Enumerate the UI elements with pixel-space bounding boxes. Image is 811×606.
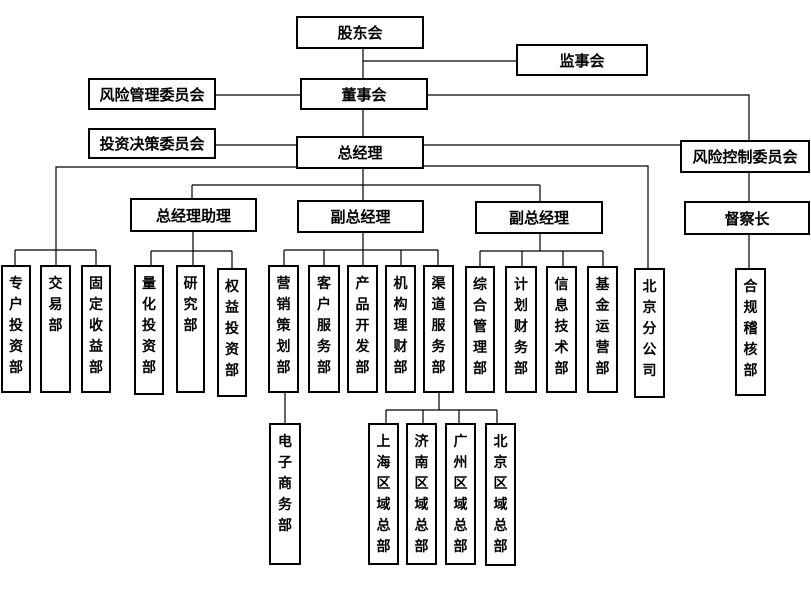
node-board: 董事会 (300, 78, 428, 110)
node-admin-dept: 综合管理部 (465, 266, 495, 393)
node-label: 上海区域总部 (376, 434, 391, 555)
node-product-dev-dept: 产品开发部 (347, 265, 378, 393)
node-deputy-gm-1: 副总经理 (297, 200, 424, 233)
node-chief-inspector: 督察长 (684, 201, 810, 235)
node-risk-mgmt-committee: 风险管理委员会 (88, 78, 216, 110)
node-label: 电子商务部 (278, 434, 292, 534)
node-label: 广州区域总部 (453, 434, 468, 555)
node-label: 副总经理 (330, 208, 391, 226)
node-label: 产品开发部 (355, 276, 370, 376)
node-compliance-dept: 合规稽核部 (735, 268, 766, 396)
node-marketing-dept: 营销策划部 (268, 265, 299, 393)
node-label: 交易部 (48, 276, 63, 334)
node-label: 董事会 (341, 85, 387, 104)
node-label: 信息技术部 (554, 277, 569, 377)
node-supervisors: 监事会 (516, 44, 648, 76)
node-channel-service-dept: 渠道服务部 (423, 265, 454, 393)
node-label: 基金运营部 (595, 277, 610, 377)
node-finance-dept: 计划财务部 (505, 266, 537, 393)
node-label: 量化投资部 (142, 276, 156, 376)
node-shanghai-hq: 上海区域总部 (368, 423, 399, 565)
node-special-account-dept: 专户投资部 (1, 265, 31, 393)
node-ecommerce-dept: 电子商务部 (269, 423, 301, 565)
node-gm-assistant: 总经理助理 (130, 198, 257, 232)
node-label: 总经理助理 (155, 206, 231, 225)
node-guangzhou-hq: 广州区域总部 (445, 423, 476, 565)
node-label: 副总经理 (508, 209, 569, 227)
connector-line (428, 94, 750, 140)
node-general-manager: 总经理 (296, 136, 424, 169)
node-label: 风险控制委员会 (692, 148, 798, 166)
node-label: 风险管理委员会 (99, 85, 205, 104)
node-label: 渠道服务部 (431, 276, 446, 376)
node-institutional-dept: 机构理财部 (385, 265, 416, 393)
node-it-dept: 信息技术部 (546, 266, 577, 393)
node-shareholders: 股东会 (296, 16, 424, 49)
node-fixed-income-dept: 固定收益部 (81, 265, 111, 393)
node-equity-dept: 权益投资部 (217, 268, 247, 397)
node-label: 研究部 (183, 276, 198, 334)
node-label: 投资决策委员会 (99, 135, 205, 153)
node-customer-service-dept: 客户服务部 (308, 265, 340, 393)
node-jinan-hq: 济南区域总部 (406, 423, 437, 565)
node-investment-committee: 投资决策委员会 (88, 128, 216, 159)
node-label: 固定收益部 (89, 276, 103, 376)
node-research-dept: 研究部 (176, 265, 205, 393)
node-beijing-hq: 北京区域总部 (485, 423, 516, 566)
node-label: 机构理财部 (393, 276, 408, 376)
node-label: 监事会 (559, 51, 605, 70)
node-label: 权益投资部 (225, 279, 239, 379)
node-quant-dept: 量化投资部 (134, 265, 164, 395)
node-label: 北京分公司 (642, 279, 657, 379)
node-label: 济南区域总部 (414, 434, 429, 555)
node-label: 北京区域总部 (493, 434, 508, 555)
node-beijing-branch: 北京分公司 (634, 268, 665, 398)
node-deputy-gm-2: 副总经理 (475, 201, 603, 234)
node-label: 营销策划部 (276, 276, 291, 376)
node-label: 督察长 (724, 209, 770, 228)
node-label: 客户服务部 (317, 276, 331, 376)
node-label: 股东会 (337, 24, 383, 42)
node-label: 总经理 (337, 144, 383, 162)
node-label: 合规稽核部 (743, 279, 758, 379)
node-risk-control-committee: 风险控制委员会 (680, 140, 810, 173)
node-trading-dept: 交易部 (40, 265, 71, 393)
node-label: 专户投资部 (9, 276, 23, 376)
node-fund-ops-dept: 基金运营部 (587, 266, 618, 393)
node-label: 计划财务部 (514, 277, 528, 377)
node-label: 综合管理部 (473, 277, 487, 377)
